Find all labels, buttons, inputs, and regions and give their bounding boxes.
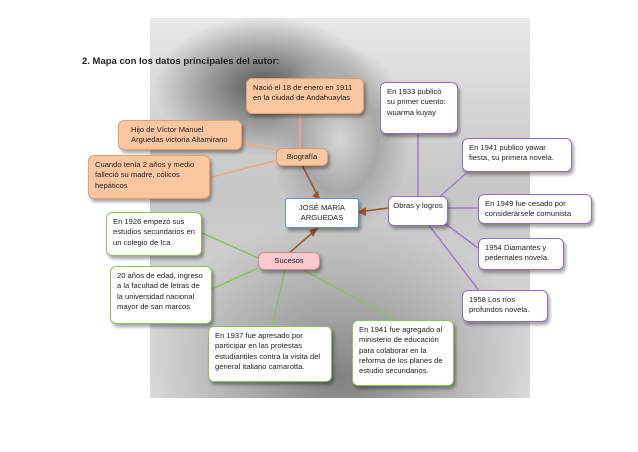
connector-sucesos-san-marcos	[209, 267, 259, 291]
connector-obras-1958	[427, 223, 481, 293]
arrowhead-obras	[358, 207, 366, 216]
sucesos-1941-box: En 1941 fue agregado al ministerio de ed…	[352, 320, 454, 386]
connector-obras-1941	[435, 167, 473, 201]
connector-sucesos-1941	[299, 267, 396, 321]
page-heading: 2. Mapa con los datos principales del au…	[82, 56, 280, 67]
obras-1949-box: En 1949 fue cesado por considerársele co…	[478, 194, 592, 224]
bio-mother-box: Cuando tenía 2 años y medio falleció su …	[88, 155, 210, 199]
obras-1941-box: En 1941 publico yawar fiesta, su primera…	[462, 138, 572, 172]
node-obras-logros: Obras y logros	[388, 196, 448, 226]
connector-bio-mother	[207, 159, 279, 179]
connector-obras-1954	[439, 219, 479, 249]
node-biografia: Biografía	[276, 148, 328, 166]
connector-sucesos-1926	[199, 231, 259, 259]
sucesos-1937-box: En 1937 fue apresado por participar en l…	[208, 326, 332, 382]
sucesos-1926-box: En 1926 empezó sus estudios secundarios …	[106, 212, 202, 256]
obras-1933-box: En 1933 publicó su primer cuento: wuarma…	[380, 82, 458, 134]
arrowhead-bio	[312, 191, 320, 200]
bio-father-box: Hijo de Víctor Manuel Arguedas victoria …	[118, 120, 242, 150]
obras-1954-box: 1954 Diamantes y pedernales novela.	[478, 238, 564, 270]
connector-sucesos-1937	[271, 269, 286, 327]
arrowhead-sucesos	[309, 228, 318, 237]
node-sucesos: Sucesos	[258, 252, 320, 270]
bio-birth-box: Nació el 18 de enero en 1911 en la ciuda…	[246, 78, 364, 114]
obras-1958-box: 1958 Los ríos profundos novela.	[462, 290, 548, 322]
sucesos-san-marcos-box: 20 años de edad, ingreso a la facultad d…	[110, 266, 212, 324]
central-node-author: JOSÉ MARÍA ARGUEDAS	[285, 198, 359, 228]
